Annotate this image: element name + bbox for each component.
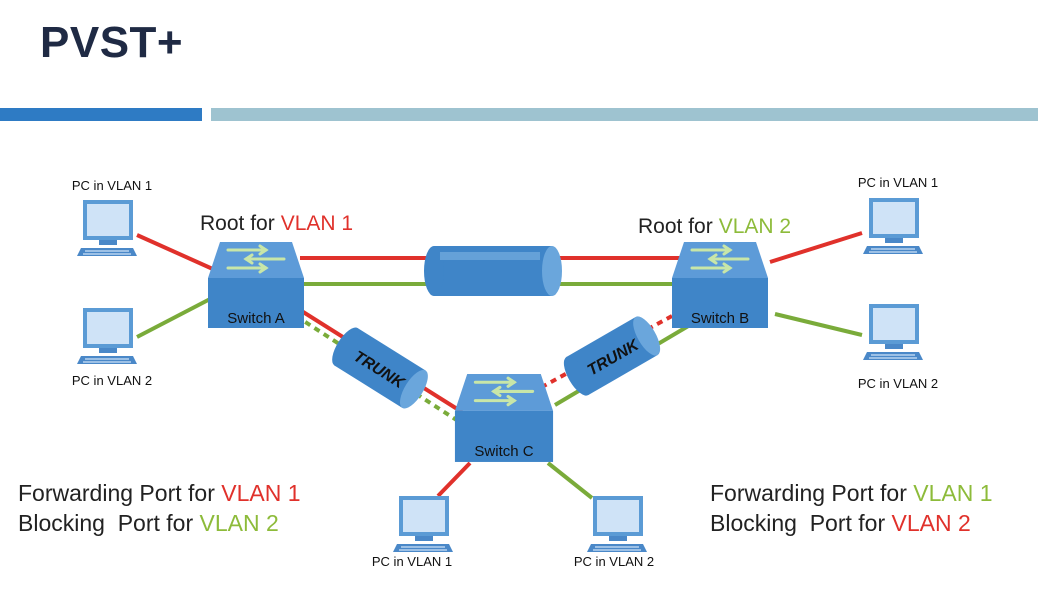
computer-icon <box>76 307 138 365</box>
legend-right-blocking: Blocking Port for VLAN 2 <box>710 510 971 536</box>
link-pc-b1-switch-b <box>769 231 863 264</box>
link-pc-a1-switch-a <box>136 233 216 272</box>
pc-b2: PC in VLAN 2 <box>858 303 938 391</box>
link-pc-c1-switch-c <box>436 461 472 498</box>
legend-right-forwarding: Forwarding Port for VLAN 1 <box>710 480 993 506</box>
switch-b: Switch B <box>670 240 770 330</box>
pc-a1-label: PC in VLAN 1 <box>72 178 152 193</box>
switch-b-label: Switch B <box>691 310 749 327</box>
pc-a1: PC in VLAN 1 <box>72 178 152 257</box>
pc-b1-label: PC in VLAN 1 <box>858 175 938 190</box>
pc-a2-label: PC in VLAN 2 <box>72 373 152 388</box>
pc-c1-label: PC in VLAN 1 <box>372 554 452 569</box>
trunk-cylinder-ab <box>424 246 562 296</box>
pc-c2: PC in VLAN 2 <box>574 495 654 569</box>
switch-c-label: Switch C <box>474 443 533 460</box>
pc-c1: PC in VLAN 1 <box>372 495 454 569</box>
link-pc-c2-switch-c <box>546 461 594 500</box>
slide-title: PVST+ <box>40 18 184 67</box>
title-divider-bar <box>211 108 1038 121</box>
computer-icon <box>392 495 454 553</box>
switch-a: Switch A <box>206 240 306 330</box>
trunk-cylinder-bc: TRUNK <box>563 316 661 396</box>
computer-icon <box>76 199 138 257</box>
computer-icon <box>862 197 924 255</box>
pc-a2: PC in VLAN 2 <box>72 307 152 388</box>
title-accent-bar <box>0 108 202 121</box>
computer-icon <box>862 303 924 361</box>
legend-left-forwarding: Forwarding Port for VLAN 1 <box>18 480 301 506</box>
legend-left-blocking: Blocking Port for VLAN 2 <box>18 510 279 536</box>
computer-icon <box>586 495 648 553</box>
trunk-cylinder-ac: TRUNK <box>332 327 428 409</box>
switch-c: Switch C <box>453 372 555 464</box>
pc-c2-label: PC in VLAN 2 <box>574 554 654 569</box>
pc-b1: PC in VLAN 1 <box>858 175 938 255</box>
legend-switch-b-ports: Forwarding Port for VLAN 1 Blocking Port… <box>710 478 993 538</box>
pc-b2-label: PC in VLAN 2 <box>858 376 938 391</box>
legend-switch-a-ports: Forwarding Port for VLAN 1 Blocking Port… <box>18 478 301 538</box>
switch-a-label: Switch A <box>227 310 285 327</box>
link-pc-a2-switch-a <box>136 296 213 339</box>
link-pc-b2-switch-b <box>774 312 863 337</box>
